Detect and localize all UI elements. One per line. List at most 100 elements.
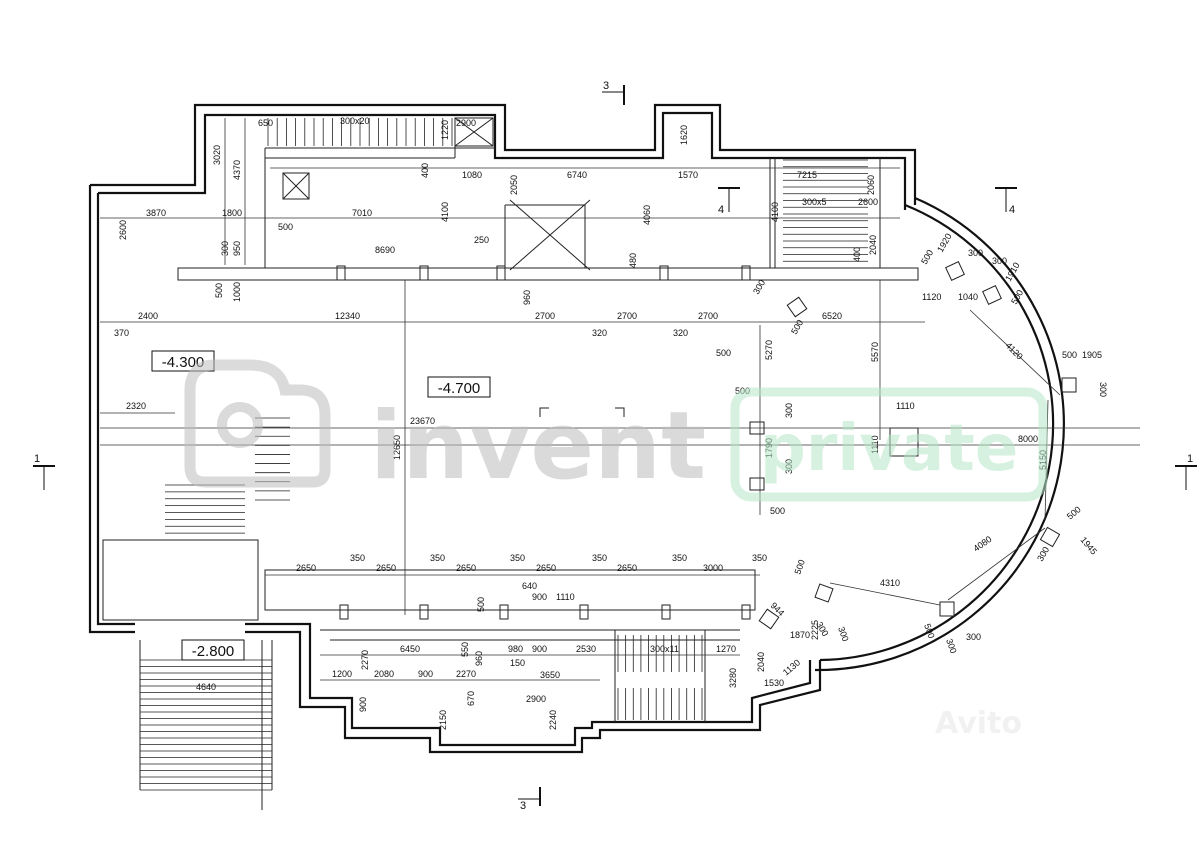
dim-label: 1570 <box>678 170 698 180</box>
watermark-badge: private <box>760 412 1018 486</box>
dim-label: 400 <box>420 163 430 178</box>
dim-label: 944 <box>769 600 787 618</box>
dim-label: 1620 <box>679 125 689 145</box>
dim-label: 2270 <box>360 650 370 670</box>
dim-label: 550 <box>460 642 470 657</box>
dim-label: 350 <box>510 553 525 563</box>
section-label: 4 <box>1009 204 1015 216</box>
dim-label: 300x11 <box>650 644 679 654</box>
dim-label: 4060 <box>642 205 652 225</box>
dim-label: 300 <box>751 278 767 296</box>
dim-label: 300 <box>1035 545 1051 563</box>
dim-label: 1790 <box>764 438 774 458</box>
dim-label: 320 <box>592 328 607 338</box>
dim-label: 640 <box>522 581 537 591</box>
dim-label: 650 <box>258 118 273 128</box>
dimension-lines <box>100 118 1140 681</box>
dim-label: 3870 <box>146 208 166 218</box>
dim-label: 500 <box>476 597 486 612</box>
dim-label: 4370 <box>232 160 242 180</box>
dim-label: 3280 <box>728 668 738 688</box>
dim-label: 350 <box>350 553 365 563</box>
dim-label: 2040 <box>868 235 878 255</box>
dim-label: 300 <box>968 248 983 258</box>
dim-label: 1000 <box>232 282 242 302</box>
dim-label: 300 <box>784 403 794 418</box>
dim-label: 500 <box>214 283 224 298</box>
dim-label: 300x20 <box>340 116 370 126</box>
section-label: 3 <box>603 80 609 92</box>
dim-label: 350 <box>592 553 607 563</box>
dim-label: 4310 <box>880 578 900 588</box>
dim-label: 150 <box>510 658 525 668</box>
dim-label: 2700 <box>698 311 718 321</box>
dim-label: 2900 <box>526 694 546 704</box>
watermark-corner: Avito <box>935 706 1022 741</box>
dim-label: 23670 <box>410 416 435 426</box>
dim-label: 12650 <box>392 435 402 460</box>
dim-label: 1040 <box>958 292 978 302</box>
dim-label: 6450 <box>400 644 420 654</box>
dim-label: 3000 <box>703 563 723 573</box>
watermark-logo-icon <box>184 359 331 488</box>
dim-label: 960 <box>474 651 484 666</box>
dim-label: 960 <box>522 290 532 305</box>
dim-label: 2650 <box>617 563 637 573</box>
level-label: -4.700 <box>438 380 481 397</box>
dim-label: 300 <box>992 256 1007 266</box>
dim-label: 350 <box>752 553 767 563</box>
dim-label: 2240 <box>548 710 558 730</box>
dim-label: 2900 <box>456 118 476 128</box>
dim-label: 2600 <box>858 197 878 207</box>
dim-label: 2400 <box>138 311 158 321</box>
dim-label: 2270 <box>456 669 476 679</box>
dim-label: 5570 <box>870 342 880 362</box>
dim-label: 2530 <box>576 644 596 654</box>
dim-label: 500 <box>278 222 293 232</box>
level-label: -2.800 <box>192 643 235 660</box>
dim-label: 12340 <box>335 311 360 321</box>
dim-label: 370 <box>114 328 129 338</box>
dim-label: 2225 <box>810 620 820 640</box>
section-label: 4 <box>718 204 724 216</box>
dim-label: 400 <box>852 247 862 262</box>
dim-label: 2650 <box>456 563 476 573</box>
inner-walls <box>102 117 1077 722</box>
dim-label: 250 <box>474 235 489 245</box>
dim-label: 2320 <box>126 401 146 411</box>
dim-label: 7215 <box>797 170 817 180</box>
dim-label: 350 <box>430 553 445 563</box>
dim-label: 6740 <box>567 170 587 180</box>
dim-label: 1905 <box>1082 350 1102 360</box>
dim-label: 500 <box>922 622 937 640</box>
dim-label: 300 <box>220 241 230 256</box>
dim-label: 1220 <box>440 120 450 140</box>
dim-label: 300 <box>966 632 981 642</box>
dim-label: 950 <box>232 241 242 256</box>
dim-label: 1110 <box>896 401 915 411</box>
dim-label: 2650 <box>536 563 556 573</box>
section-label: 3 <box>520 800 526 812</box>
outer-walls <box>88 103 1065 754</box>
dim-label: 2700 <box>617 311 637 321</box>
dim-label: 3020 <box>212 145 222 165</box>
dim-label: 4080 <box>971 534 993 554</box>
dim-label: 5270 <box>764 340 774 360</box>
dim-label: 4640 <box>196 682 216 692</box>
dim-label: 1800 <box>222 208 242 218</box>
dim-label: 900 <box>358 697 368 712</box>
dim-label: 350 <box>672 553 687 563</box>
dim-label: 900 <box>532 644 547 654</box>
dim-label: 980 <box>508 644 523 654</box>
dim-label: 1110 <box>870 435 880 454</box>
dim-label: 8000 <box>1018 434 1038 444</box>
dim-label: 500 <box>919 248 935 266</box>
dim-label: 500 <box>792 558 807 576</box>
dim-label: 900 <box>418 669 433 679</box>
dim-label: 670 <box>466 691 476 706</box>
dim-label: 300 <box>944 637 959 655</box>
dim-label: 900 <box>532 592 547 602</box>
section-label: 1 <box>1187 453 1193 465</box>
dim-label: 500 <box>770 506 785 516</box>
